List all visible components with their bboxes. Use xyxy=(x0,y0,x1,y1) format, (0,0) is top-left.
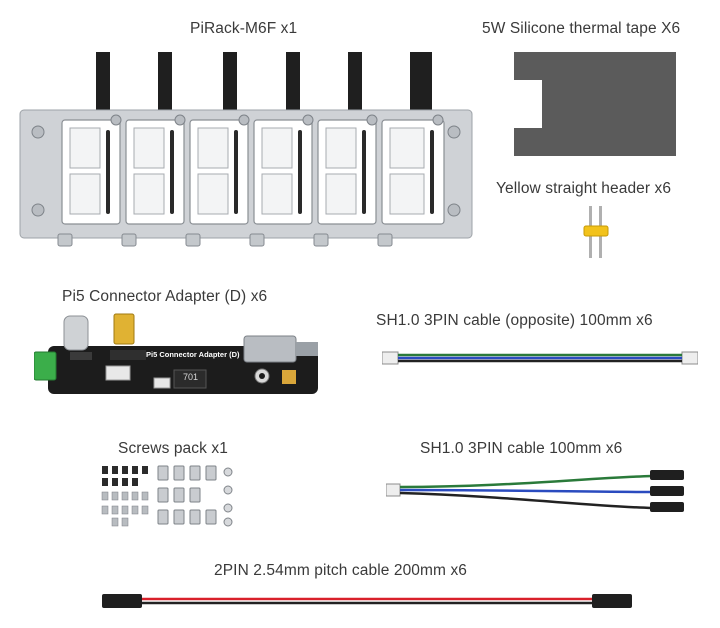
cable-3pin-label: SH1.0 3PIN cable 100mm x6 xyxy=(420,440,623,457)
screws-pack-image xyxy=(98,464,246,528)
thermal-tape-image xyxy=(512,50,678,158)
yellow-header-image xyxy=(580,206,612,262)
pirack-image xyxy=(18,48,478,258)
screws-label: Screws pack x1 xyxy=(118,440,228,457)
cable-opposite-label: SH1.0 3PIN cable (opposite) 100mm x6 xyxy=(376,312,653,329)
cable-2pin-label: 2PIN 2.54mm pitch cable 200mm x6 xyxy=(214,562,468,579)
adapter-board-text: Pi5 Connector Adapter (D) xyxy=(146,350,240,359)
adapter-board-image: Pi5 Connector Adapter (D) 701 xyxy=(34,308,330,398)
rack-label: PiRack-M6F x1 xyxy=(190,20,298,37)
adapter-label: Pi5 Connector Adapter (D) x6 xyxy=(62,288,268,305)
cable-opposite-image xyxy=(382,346,698,370)
tape-label: 5W Silicone thermal tape X6 xyxy=(482,20,681,37)
header-label: Yellow straight header x6 xyxy=(496,180,672,197)
adapter-chip-text: 701 xyxy=(183,372,199,382)
cable-2pin-image xyxy=(102,590,632,614)
cable-3pin-image xyxy=(386,468,690,518)
